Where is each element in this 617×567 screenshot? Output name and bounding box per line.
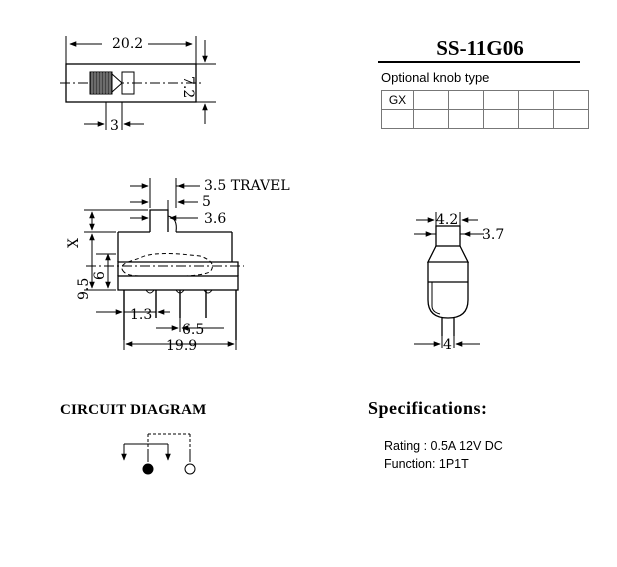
dim-top-height: 7.2 bbox=[180, 76, 196, 98]
table-cell bbox=[553, 90, 589, 110]
table-cell bbox=[483, 90, 519, 110]
dim-19-9: 19.9 bbox=[166, 338, 197, 354]
table-cell bbox=[553, 109, 589, 129]
table-row: GX bbox=[381, 90, 589, 110]
table-cell bbox=[413, 90, 449, 110]
dim-3-6: 3.6 bbox=[204, 211, 226, 227]
circuit-diagram-title: CIRCUIT DIAGRAM bbox=[60, 402, 207, 418]
dim-travel: 3.5 TRAVEL bbox=[204, 178, 290, 194]
dim-6-5: 6.5 bbox=[182, 322, 204, 338]
table-cell: GX bbox=[381, 90, 414, 110]
dim-end-4-2: 4.2 bbox=[436, 212, 458, 228]
specifications-title: Specifications: bbox=[368, 398, 488, 418]
table-cell bbox=[518, 90, 554, 110]
dim-knob-width: 3 bbox=[110, 118, 119, 134]
dim-6: 6 bbox=[92, 271, 108, 280]
table-cell bbox=[518, 109, 554, 129]
knob-type-table: GX bbox=[381, 90, 589, 129]
table-cell bbox=[448, 109, 484, 129]
table-cell bbox=[448, 90, 484, 110]
spec-rating: Rating : 0.5A 12V DC bbox=[384, 439, 503, 453]
table-cell bbox=[381, 109, 414, 129]
dim-9-5: 9.5 bbox=[76, 278, 92, 300]
closed-contact-dot bbox=[142, 463, 154, 475]
dim-end-4: 4 bbox=[443, 337, 452, 353]
side-view bbox=[84, 178, 244, 350]
spec-function: Function: 1P1T bbox=[384, 457, 469, 471]
dim-end-3-7: 3.7 bbox=[482, 227, 504, 243]
table-row bbox=[381, 109, 589, 129]
dim-1-3: 1.3 bbox=[130, 307, 152, 323]
title-underline bbox=[378, 61, 580, 63]
end-view bbox=[414, 212, 484, 348]
open-contact-dot bbox=[184, 463, 196, 475]
model-title: SS-11G06 bbox=[436, 36, 524, 60]
dim-top-width: 20.2 bbox=[112, 36, 143, 52]
knob-table-caption: Optional knob type bbox=[381, 70, 490, 85]
dim-5: 5 bbox=[202, 194, 211, 210]
circuit-schematic bbox=[121, 433, 196, 475]
top-view bbox=[60, 36, 216, 130]
dim-x: X bbox=[66, 238, 82, 248]
table-cell bbox=[483, 109, 519, 129]
table-cell bbox=[413, 109, 449, 129]
